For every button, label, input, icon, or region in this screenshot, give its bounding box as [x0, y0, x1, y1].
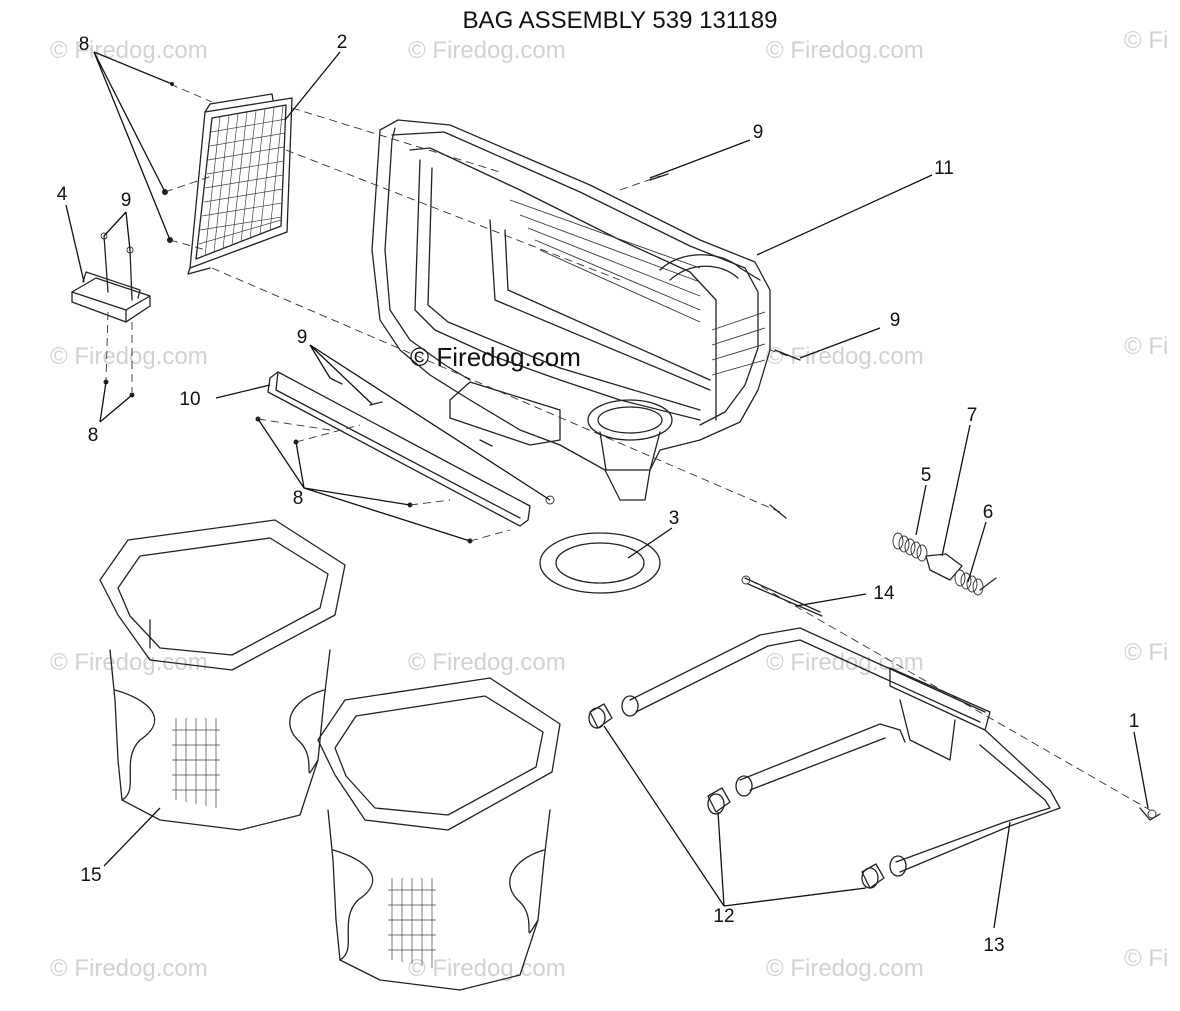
- callout-1: 1: [1129, 711, 1140, 732]
- part-bag-left: [99, 519, 346, 831]
- watermark-text: © Fi: [1124, 27, 1168, 54]
- watermark-center: © Firedog.com: [410, 342, 581, 372]
- part-pin: [1139, 807, 1161, 821]
- watermark-text: © Firedog.com: [766, 37, 924, 64]
- diagram-title: BAG ASSEMBLY 539 131189: [463, 7, 778, 34]
- callout-3: 3: [669, 508, 680, 529]
- callout-6: 6: [983, 502, 994, 523]
- callout-labels: 1 2 3 4 5 6 7 8 8 8 9 9 9 9 10 11 12 13 …: [57, 32, 1140, 956]
- leader-lines: [65, 51, 1149, 929]
- assembly-lines: [164, 83, 1151, 811]
- part-frame: [621, 627, 1061, 877]
- screws-right: [649, 173, 801, 519]
- callout-9: 9: [753, 122, 764, 143]
- callout-13: 13: [983, 935, 1004, 956]
- part-bag-housing: [371, 119, 771, 501]
- watermark-grid: © Firedog.com © Firedog.com © Firedog.co…: [50, 27, 1168, 982]
- part-bracket: [71, 232, 151, 392]
- watermark-text: © Firedog.com: [50, 343, 208, 370]
- callout-15: 15: [80, 865, 101, 886]
- callout-5: 5: [921, 465, 932, 486]
- part-strip-bar: [267, 371, 531, 527]
- part-ring: [539, 532, 661, 594]
- callout-8: 8: [79, 34, 90, 55]
- watermark-text: © Fi: [1124, 945, 1168, 972]
- part-rod: [741, 575, 823, 617]
- watermark-text: © Fi: [1124, 639, 1168, 666]
- part-screen-panel: [187, 93, 293, 275]
- callout-12: 12: [713, 906, 734, 927]
- watermark-text: © Firedog.com: [766, 955, 924, 982]
- callout-11: 11: [934, 158, 954, 179]
- watermark-text: © Firedog.com: [50, 37, 208, 64]
- watermark-text: © Fi: [1124, 333, 1168, 360]
- callout-4: 4: [57, 184, 68, 205]
- callout-8: 8: [88, 425, 99, 446]
- callout-2: 2: [337, 32, 348, 53]
- callout-10: 10: [179, 389, 200, 410]
- part-bag-right: [317, 677, 561, 991]
- watermark-text: © Firedog.com: [50, 955, 208, 982]
- callout-7: 7: [967, 405, 978, 426]
- part-caps: [588, 703, 885, 889]
- callout-9: 9: [297, 327, 308, 348]
- callout-8: 8: [293, 488, 304, 509]
- callout-14: 14: [873, 583, 895, 604]
- watermark-text: © Firedog.com: [408, 37, 566, 64]
- watermark-text: © Firedog.com: [50, 649, 208, 676]
- watermark-text: © Firedog.com: [408, 955, 566, 982]
- callout-9: 9: [121, 190, 132, 211]
- callout-9: 9: [890, 310, 901, 331]
- watermark-text: © Firedog.com: [408, 649, 566, 676]
